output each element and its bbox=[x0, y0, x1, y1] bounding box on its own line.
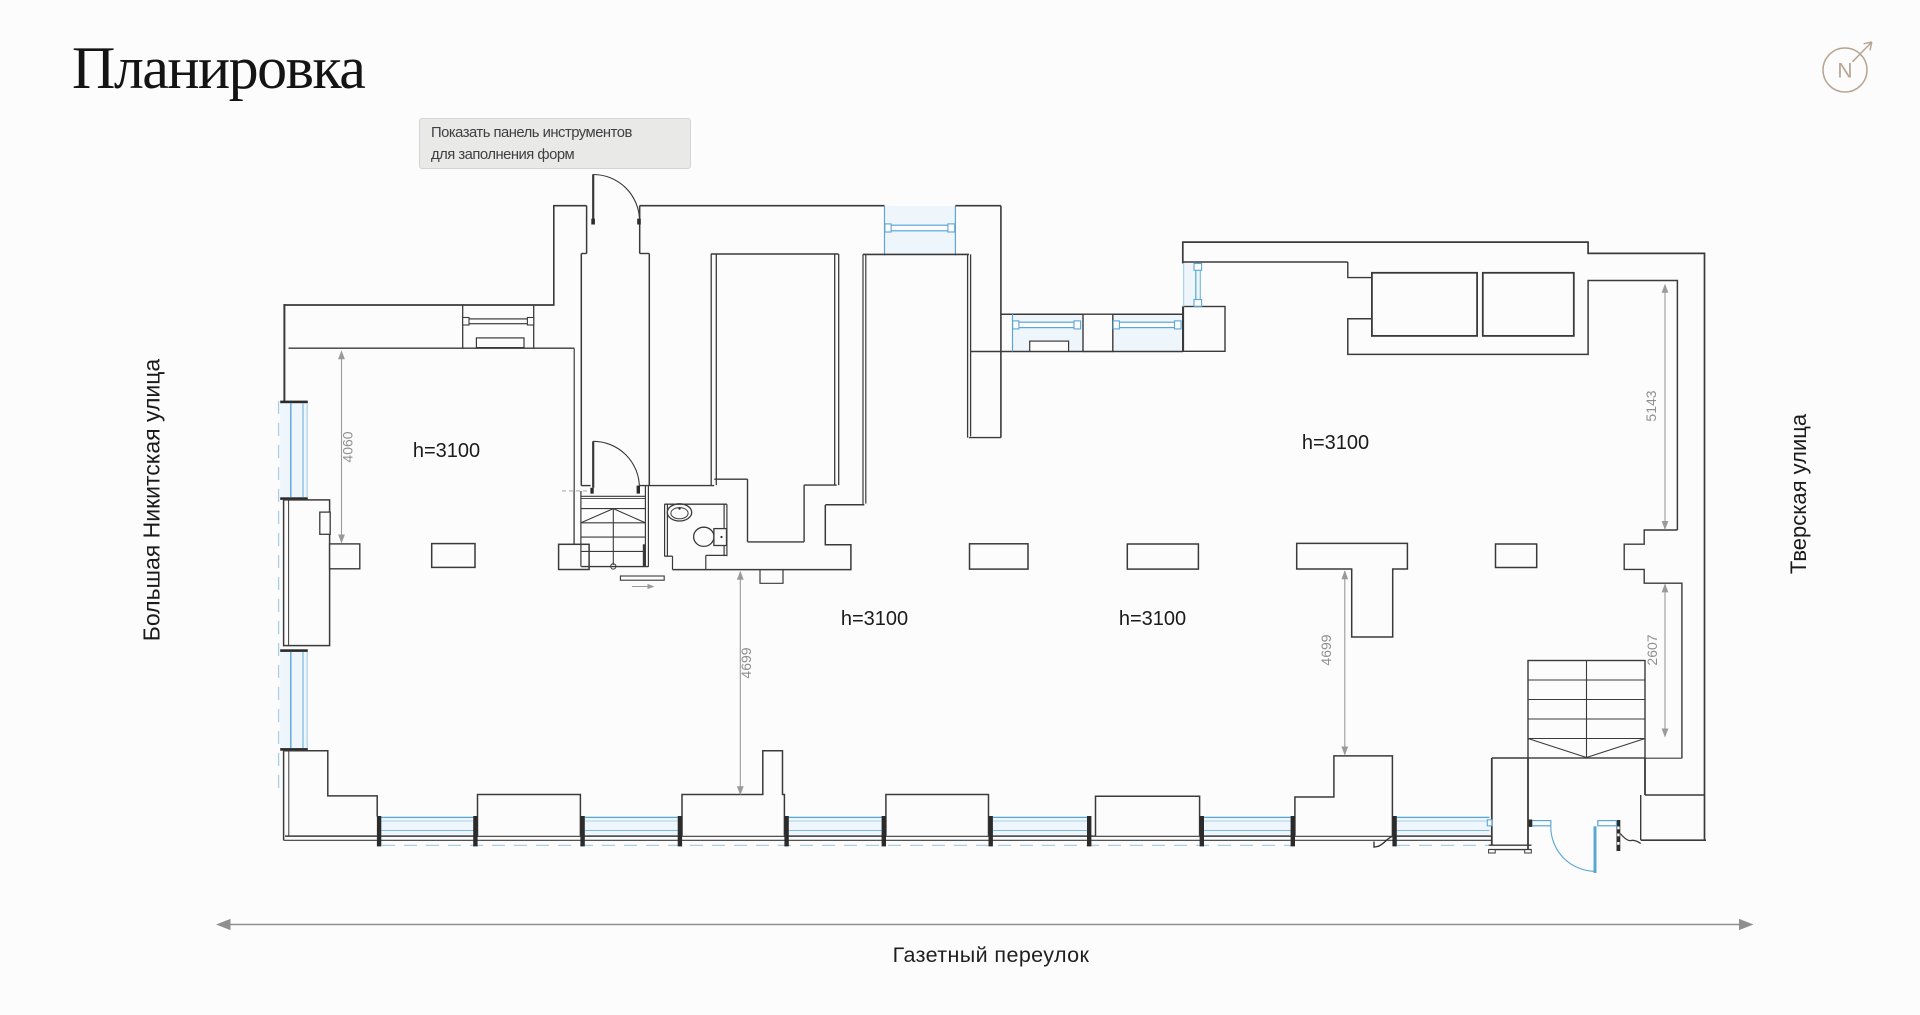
svg-text:h=3100: h=3100 bbox=[841, 608, 908, 630]
svg-text:4699: 4699 bbox=[1318, 634, 1334, 665]
svg-text:4699: 4699 bbox=[738, 647, 754, 678]
svg-text:5143: 5143 bbox=[1643, 390, 1659, 421]
svg-text:h=3100: h=3100 bbox=[413, 440, 480, 462]
svg-text:4060: 4060 bbox=[340, 431, 356, 462]
svg-text:h=3100: h=3100 bbox=[1119, 608, 1186, 630]
svg-text:h=3100: h=3100 bbox=[1302, 432, 1369, 454]
svg-text:2607: 2607 bbox=[1644, 634, 1660, 665]
svg-text:N: N bbox=[1837, 60, 1852, 83]
svg-text:Газетный переулок: Газетный переулок bbox=[893, 943, 1090, 967]
